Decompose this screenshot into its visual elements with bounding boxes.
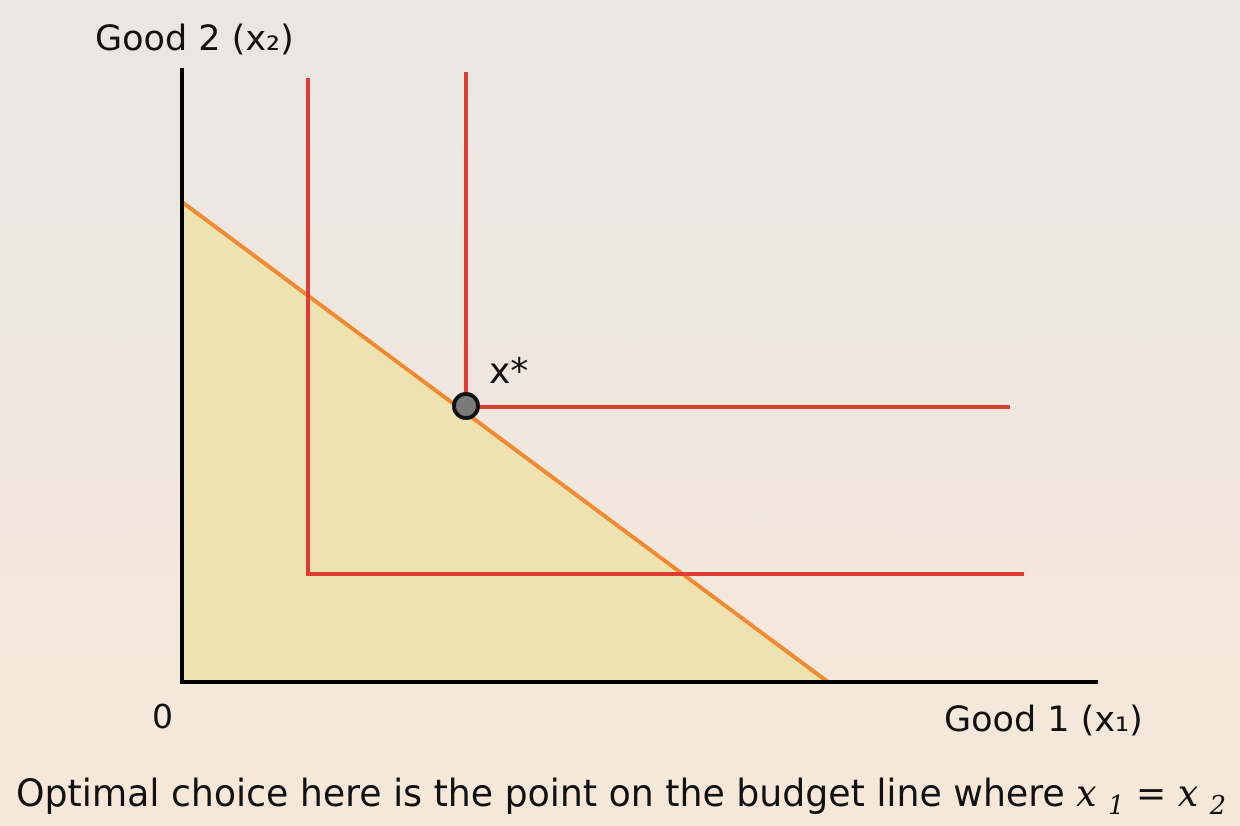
optimal-point-label: x* xyxy=(489,351,528,392)
indifference-curve-upper xyxy=(464,72,1010,409)
caption-math-lhs: x xyxy=(1076,772,1097,815)
caption-math-equals: = xyxy=(1136,772,1178,815)
x-axis-label: Good 1 (x₁) xyxy=(944,700,1143,740)
indifference-curve-lower xyxy=(306,78,1024,576)
caption-math-lhs-sub: 1 xyxy=(1108,791,1124,821)
caption-math-rhs-sub: 2 xyxy=(1209,791,1226,821)
caption-text: Optimal choice here is the point on the … xyxy=(16,772,1065,815)
caption-math-rhs: x xyxy=(1178,772,1199,815)
budget-line xyxy=(180,200,830,684)
optimal-point-marker xyxy=(452,392,480,420)
caption: Optimal choice here is the point on the … xyxy=(16,772,1226,823)
origin-label: 0 xyxy=(152,697,173,736)
y-axis-label: Good 2 (x₂) xyxy=(95,19,294,59)
